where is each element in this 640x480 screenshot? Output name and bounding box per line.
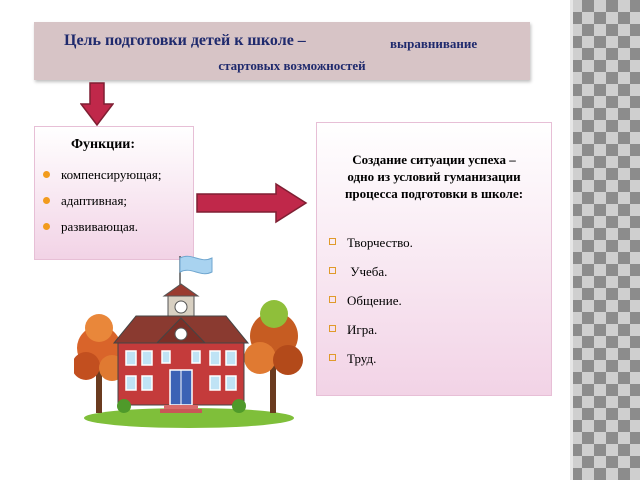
success-title: Создание ситуации успеха – одно из услов… (344, 152, 524, 201)
title-main: Цель подготовки детей к школе – (64, 32, 306, 49)
functions-title: Функции: (71, 137, 136, 152)
school-building-illustration (74, 255, 303, 428)
title-side: выравнивание (390, 36, 478, 51)
title-banner: Цель подготовки детей к школе – выравнив… (34, 22, 530, 80)
success-item: Творчество. (317, 235, 413, 264)
functions-box: Функции: компенсирующая; адаптивная; раз… (34, 126, 194, 260)
square-bullet-icon (329, 238, 336, 245)
square-bullet-icon (329, 325, 336, 332)
success-list: Творчество. Учеба. Общение. Игра. Труд. (317, 235, 413, 380)
decorative-side-pattern (570, 0, 640, 480)
bullet-dot-icon (43, 197, 50, 204)
bullet-dot-icon (43, 223, 50, 230)
square-bullet-icon (329, 354, 336, 361)
side-pattern-edge (570, 0, 573, 480)
square-bullet-icon (329, 296, 336, 303)
functions-item: развивающая. (35, 219, 161, 245)
arrow-right-icon (196, 182, 308, 224)
success-item: Общение. (317, 293, 413, 322)
success-item: Учеба. (317, 264, 413, 293)
functions-item: компенсирующая; (35, 167, 161, 193)
success-item: Труд. (317, 351, 413, 380)
arrow-down-icon (80, 82, 114, 126)
success-item: Игра. (317, 322, 413, 351)
functions-item: адаптивная; (35, 193, 161, 219)
title-line-2: стартовых возможностей (218, 58, 366, 73)
bullet-dot-icon (43, 171, 50, 178)
success-box: Создание ситуации успеха – одно из услов… (316, 122, 552, 396)
square-bullet-icon (329, 267, 336, 274)
functions-list: компенсирующая; адаптивная; развивающая. (35, 167, 161, 245)
